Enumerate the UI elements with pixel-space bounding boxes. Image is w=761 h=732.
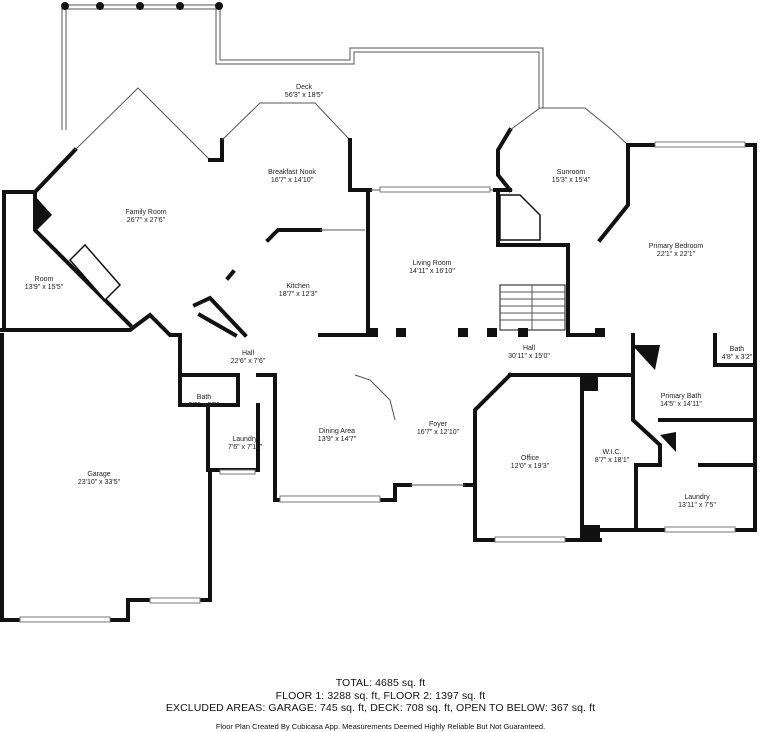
svg-text:18'7" x 12'3": 18'7" x 12'3" <box>279 291 318 298</box>
svg-text:56'3" x 18'5": 56'3" x 18'5" <box>285 92 324 99</box>
svg-text:23'10" x 33'5": 23'10" x 33'5" <box>78 479 121 486</box>
svg-text:13'11" x 7'5": 13'11" x 7'5" <box>678 502 716 509</box>
svg-text:12'0" x 19'3": 12'0" x 19'3" <box>511 463 550 470</box>
svg-text:Deck: Deck <box>296 84 312 91</box>
credit-text: Floor Plan Created By Cubicasa App. Meas… <box>215 722 546 731</box>
svg-text:Garage: Garage <box>87 471 110 478</box>
svg-text:W.I.C.: W.I.C. <box>602 449 621 456</box>
svg-text:22'1" x 22'1": 22'1" x 22'1" <box>657 251 696 258</box>
svg-text:Bath: Bath <box>197 394 212 401</box>
svg-text:13'9" x 14'7": 13'9" x 14'7" <box>318 436 357 443</box>
walls <box>0 87 757 622</box>
svg-text:4'8" x 3'2": 4'8" x 3'2" <box>722 354 753 361</box>
svg-text:14'5" x 14'11": 14'5" x 14'11" <box>660 401 702 408</box>
svg-text:16'7" x 14'10": 16'7" x 14'10" <box>271 177 314 184</box>
svg-text:30'11" x 15'0": 30'11" x 15'0" <box>508 353 550 360</box>
svg-text:7'6" x 7'11": 7'6" x 7'11" <box>228 444 262 451</box>
svg-text:8'7" x 18'1": 8'7" x 18'1" <box>595 457 630 464</box>
svg-text:Hall: Hall <box>523 345 536 352</box>
svg-text:14'11" x 16'10": 14'11" x 16'10" <box>409 268 455 275</box>
svg-text:Sunroom: Sunroom <box>557 169 586 176</box>
stairs <box>499 284 566 331</box>
svg-text:Primary Bath: Primary Bath <box>661 393 702 400</box>
windows <box>19 141 746 623</box>
room-wic: W.I.C.8'7" x 18'1" <box>595 449 630 464</box>
svg-text:Breakfast Nook: Breakfast Nook <box>268 169 316 176</box>
svg-text:Kitchen: Kitchen <box>286 283 309 290</box>
svg-text:Family Room: Family Room <box>125 209 166 216</box>
svg-text:Hall: Hall <box>242 350 255 357</box>
svg-text:15'3" x 15'4": 15'3" x 15'4" <box>552 177 591 184</box>
svg-text:Dining Area: Dining Area <box>319 428 355 435</box>
svg-text:Room: Room <box>35 276 54 283</box>
excluded-areas: EXCLUDED AREAS: GARAGE: 745 sq. ft, DECK… <box>165 702 596 714</box>
area-summary: TOTAL: 4685 sq. ft FLOOR 1: 3288 sq. ft,… <box>0 677 761 715</box>
svg-text:13'9" x 15'5": 13'9" x 15'5" <box>25 284 64 291</box>
svg-text:26'7" x 27'6": 26'7" x 27'6" <box>127 217 166 224</box>
svg-text:16'7" x 12'10": 16'7" x 12'10" <box>417 429 460 436</box>
svg-text:Primary Bedroom: Primary Bedroom <box>649 243 704 250</box>
svg-text:Office: Office <box>521 455 539 462</box>
svg-text:Bath: Bath <box>730 346 745 353</box>
svg-text:Laundry: Laundry <box>684 494 710 501</box>
svg-text:Foyer: Foyer <box>429 421 448 428</box>
total-area: TOTAL: 4685 sq. ft <box>335 677 426 689</box>
svg-text:Laundry: Laundry <box>232 436 258 443</box>
svg-text:Living Room: Living Room <box>413 260 452 267</box>
fixtures <box>35 194 676 541</box>
svg-text:22'6" x 7'6": 22'6" x 7'6" <box>231 358 266 365</box>
deck-outline <box>61 2 544 130</box>
svg-text:5'2" x 5'5": 5'2" x 5'5" <box>189 402 220 409</box>
floor-areas: FLOOR 1: 3288 sq. ft, FLOOR 2: 1397 sq. … <box>275 689 486 702</box>
